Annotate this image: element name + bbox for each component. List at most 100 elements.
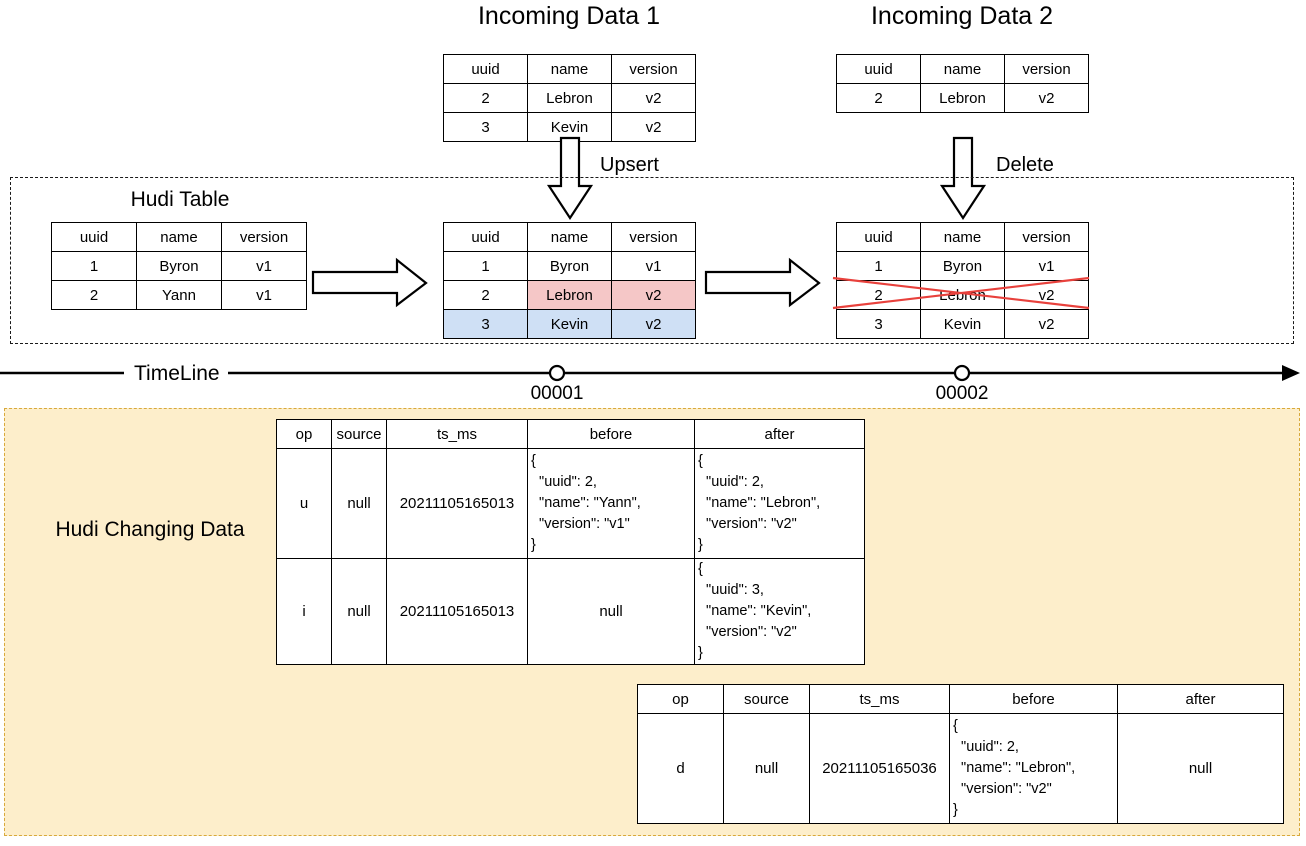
column-header-ts-ms: ts_ms (809, 684, 950, 714)
column-header-after: after (1117, 684, 1284, 714)
cdc-table-delete: op source ts_ms before after d null 2021… (637, 684, 1284, 824)
table-row: 1 Byron v1 (51, 251, 307, 281)
table-header-row: uuid name version (443, 222, 696, 252)
column-header-op: op (276, 419, 332, 449)
cell-op: d (637, 713, 724, 824)
cell-version: v2 (611, 112, 696, 142)
hudi-table-label: Hudi Table (130, 188, 230, 211)
column-header-name: name (527, 54, 612, 84)
table-header-row: uuid name version (836, 54, 1089, 84)
upsert-arrow (546, 136, 594, 221)
cell-uuid: 3 (443, 112, 528, 142)
cell-name: Byron (527, 251, 612, 281)
cell-version: v2 (1004, 309, 1089, 339)
cell-name: Lebron (527, 83, 612, 113)
delete-cross-icon (832, 276, 1090, 310)
cell-uuid: 2 (51, 280, 137, 310)
cell-source: null (723, 713, 810, 824)
cell-before: { "uuid": 2, "name": "Yann", "version": … (527, 448, 695, 559)
incoming-data-1-table: uuid name version 2 Lebron v2 3 Kevin v2 (443, 54, 696, 142)
cell-uuid: 1 (443, 251, 528, 281)
incoming-data-1-title: Incoming Data 1 (477, 2, 661, 30)
column-header-version: version (221, 222, 307, 252)
hudi-table-container (10, 177, 1294, 344)
flow-arrow-delete (704, 257, 821, 308)
cell-name: Byron (136, 251, 222, 281)
cell-version: v1 (221, 280, 307, 310)
timeline-marker-00002: 00002 (935, 383, 989, 404)
column-header-before: before (949, 684, 1118, 714)
column-header-uuid: uuid (51, 222, 137, 252)
table-row-inserted: 3 Kevin v2 (443, 309, 696, 339)
cell-version: v2 (611, 280, 696, 310)
cell-name: Lebron (920, 83, 1005, 113)
incoming-data-2-title: Incoming Data 2 (870, 2, 1054, 30)
cell-version: v1 (1004, 251, 1089, 281)
upsert-label: Upsert (600, 154, 659, 176)
cell-uuid: 1 (51, 251, 137, 281)
column-header-version: version (611, 222, 696, 252)
cell-version: v2 (1004, 83, 1089, 113)
cell-version: v2 (611, 309, 696, 339)
cell-uuid: 3 (836, 309, 921, 339)
cell-op: i (276, 557, 332, 666)
column-header-after: after (694, 419, 865, 449)
cell-version: v1 (611, 251, 696, 281)
timeline-axis (0, 364, 1300, 382)
cell-after: { "uuid": 3, "name": "Kevin", "version":… (694, 557, 865, 666)
table-row: d null 20211105165036 { "uuid": 2, "name… (637, 713, 1284, 824)
table-header-row: op source ts_ms before after (276, 419, 865, 449)
column-header-op: op (637, 684, 724, 714)
incoming-data-2-table: uuid name version 2 Lebron v2 (836, 54, 1089, 113)
table-header-row: op source ts_ms before after (637, 684, 1284, 714)
cell-before: { "uuid": 2, "name": "Lebron", "version"… (949, 713, 1118, 824)
hudi-table-after-upsert: uuid name version 1 Byron v1 2 Lebron v2… (443, 222, 696, 339)
cell-source: null (331, 557, 387, 666)
delete-arrow (939, 136, 987, 221)
column-header-uuid: uuid (836, 54, 921, 84)
cell-source: null (331, 448, 387, 559)
cdc-table-upsert: op source ts_ms before after u null 2021… (276, 419, 865, 666)
column-header-name: name (136, 222, 222, 252)
cell-ts-ms: 20211105165013 (386, 448, 528, 559)
table-row: 2 Lebron v2 (836, 83, 1089, 113)
table-row: u null 20211105165013 { "uuid": 2, "name… (276, 448, 865, 559)
column-header-uuid: uuid (443, 222, 528, 252)
column-header-version: version (1004, 222, 1089, 252)
cell-name: Lebron (527, 280, 612, 310)
column-header-version: version (1004, 54, 1089, 84)
timeline-marker-00001: 00001 (530, 383, 584, 404)
column-header-ts-ms: ts_ms (386, 419, 528, 449)
cell-ts-ms: 20211105165013 (386, 557, 528, 666)
table-header-row: uuid name version (443, 54, 696, 84)
table-row: 2 Lebron v2 (443, 83, 696, 113)
flow-arrow-upsert (311, 257, 428, 308)
cell-op: u (276, 448, 332, 559)
column-header-name: name (920, 54, 1005, 84)
column-header-before: before (527, 419, 695, 449)
cell-after: null (1117, 713, 1284, 824)
cell-uuid: 3 (443, 309, 528, 339)
cell-ts-ms: 20211105165036 (809, 713, 950, 824)
cell-name: Kevin (527, 309, 612, 339)
column-header-uuid: uuid (836, 222, 921, 252)
table-header-row: uuid name version (836, 222, 1089, 252)
timeline-label: TimeLine (134, 362, 220, 385)
table-row: 2 Yann v1 (51, 280, 307, 310)
cell-version: v2 (611, 83, 696, 113)
column-header-version: version (611, 54, 696, 84)
cell-version: v1 (221, 251, 307, 281)
column-header-name: name (920, 222, 1005, 252)
cell-uuid: 2 (443, 83, 528, 113)
cell-uuid: 2 (443, 280, 528, 310)
hudi-table-initial: uuid name version 1 Byron v1 2 Yann v1 (51, 222, 307, 310)
column-header-uuid: uuid (443, 54, 528, 84)
table-row-updated: 2 Lebron v2 (443, 280, 696, 310)
column-header-source: source (723, 684, 810, 714)
cell-name: Yann (136, 280, 222, 310)
hudi-changing-data-label: Hudi Changing Data (55, 518, 245, 541)
table-row: 3 Kevin v2 (836, 309, 1089, 339)
table-row: 1 Byron v1 (443, 251, 696, 281)
table-row: 1 Byron v1 (836, 251, 1089, 281)
cell-uuid: 2 (836, 83, 921, 113)
